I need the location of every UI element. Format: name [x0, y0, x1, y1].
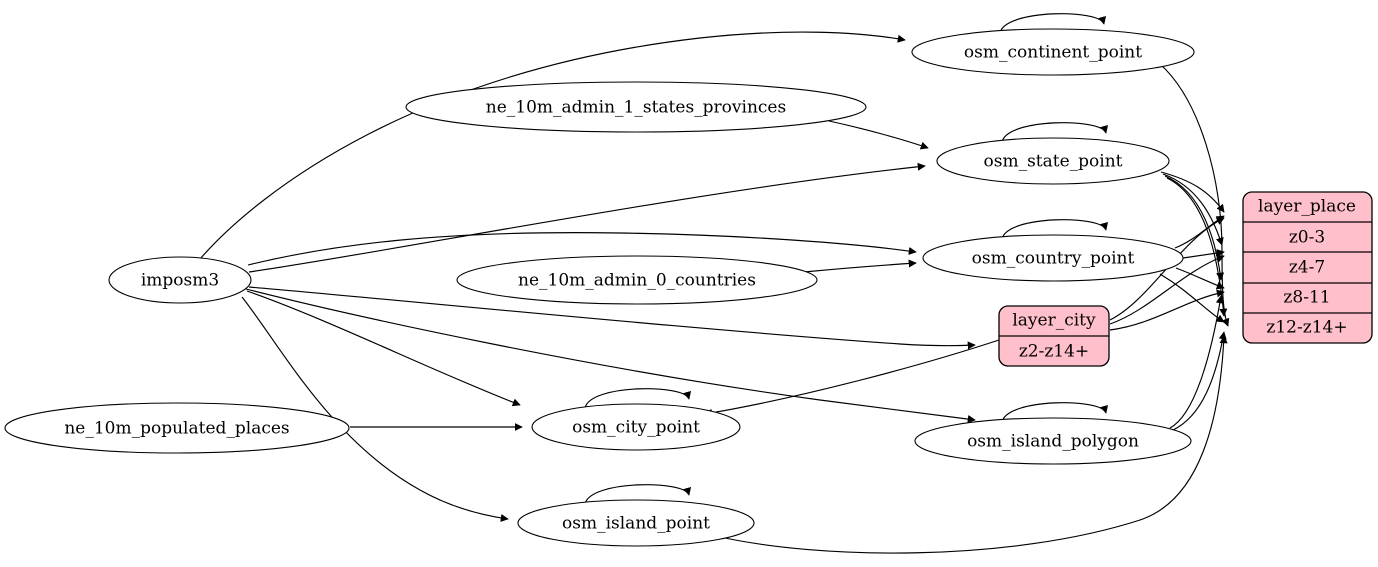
- edge-imposm3-to-layer-city: [248, 286, 976, 350]
- edge-osm-island-point-to-z12: [715, 335, 1228, 554]
- node-osm-state-point-label: osm_state_point: [984, 152, 1123, 172]
- edge-imposm3-to-osm-island-point: [241, 296, 509, 522]
- edge-self-loop-osm-city-point: [584, 388, 691, 409]
- node-osm-city-point[interactable]: osm_city_point: [531, 403, 741, 451]
- edge-imposm3-to-osm-city-point: [246, 290, 521, 407]
- edge-osm-continent-point-to-z12: [1159, 63, 1230, 327]
- edge-osm-state-point-to-z12: [1166, 177, 1228, 317]
- record-layer-place-row-z12-z14[interactable]: z12-z14+: [1266, 318, 1347, 338]
- node-osm-island-point-label: osm_island_point: [562, 514, 710, 534]
- node-ne-countries-label: ne_10m_admin_0_countries: [518, 271, 756, 291]
- edge-ne-countries-to-osm-country-point: [803, 259, 917, 273]
- edge-self-loop-osm-continent-point: [999, 13, 1106, 34]
- node-ne-populated-label: ne_10m_populated_places: [64, 419, 289, 439]
- edges-layer: [199, 13, 1230, 554]
- node-ne-10m-admin-0-countries[interactable]: ne_10m_admin_0_countries: [456, 255, 818, 305]
- edge-layer-city-to-osm-city-point: [704, 339, 1000, 417]
- node-osm-continent-point[interactable]: osm_continent_point: [911, 28, 1195, 76]
- edge-osm-island-polygon-to-z12: [1172, 331, 1227, 431]
- node-osm-country-point-label: osm_country_point: [972, 249, 1135, 269]
- edge-self-loop-osm-island-polygon: [1001, 402, 1108, 423]
- edge-self-loop-osm-country-point: [1001, 219, 1108, 240]
- edge-self-loop-osm-island-point: [584, 484, 691, 505]
- record-layer-city-title: layer_city: [1012, 311, 1096, 331]
- edge-osm-country-point-to-z12: [1159, 273, 1225, 323]
- record-layer-place-title: layer_place: [1258, 197, 1356, 217]
- edge-imposm3-to-osm-island-polygon: [245, 288, 976, 424]
- edge-osm-state-point-to-z0-3: [1160, 171, 1225, 213]
- node-imposm3-label: imposm3: [141, 271, 219, 291]
- record-layer-place-row-z8-11[interactable]: z8-11: [1283, 288, 1330, 308]
- edge-imposm3-to-osm-state-point: [248, 162, 926, 273]
- node-osm-country-point[interactable]: osm_country_point: [922, 234, 1184, 282]
- record-layer-city[interactable]: layer_city z2-z14+: [998, 305, 1110, 367]
- edge-imposm3-to-osm-country-point: [247, 232, 917, 266]
- node-osm-continent-point-label: osm_continent_point: [964, 43, 1142, 63]
- edge-osm-country-point-to-z8-11: [1175, 267, 1225, 290]
- node-osm-island-polygon-label: osm_island_polygon: [967, 432, 1139, 452]
- edge-osm-island-polygon-to-z8-11: [1169, 295, 1224, 429]
- edge-layer-city-to-z8-11: [1109, 289, 1225, 331]
- record-layer-city-row-z2-z14[interactable]: z2-z14+: [1019, 342, 1089, 362]
- node-ne-states-label: ne_10m_admin_1_states_provinces: [486, 98, 786, 118]
- node-osm-island-point[interactable]: osm_island_point: [517, 499, 755, 547]
- edge-ne-states-to-osm-state-point: [828, 120, 929, 150]
- node-ne-10m-populated-places[interactable]: ne_10m_populated_places: [4, 402, 350, 454]
- edge-layer-city-to-z4-7: [1109, 254, 1225, 325]
- record-layer-place-row-z4-7[interactable]: z4-7: [1289, 258, 1325, 278]
- node-osm-island-polygon[interactable]: osm_island_polygon: [914, 417, 1192, 465]
- edge-osm-country-point-to-z0-3: [1174, 215, 1225, 249]
- edge-imposm3-to-osm-continent-point: [199, 31, 906, 260]
- edge-osm-state-point-to-z4-7: [1162, 173, 1224, 246]
- edge-osm-state-point-to-z8-11: [1164, 175, 1225, 281]
- edge-self-loop-osm-state-point: [1001, 122, 1108, 143]
- record-layer-place-row-z0-3[interactable]: z0-3: [1289, 228, 1325, 248]
- record-layer-place[interactable]: layer_place z0-3 z4-7 z8-11 z12-z14+: [1242, 191, 1373, 344]
- edge-osm-country-point-to-z4-7: [1182, 249, 1225, 259]
- node-ne-10m-admin-1-states-provinces[interactable]: ne_10m_admin_1_states_provinces: [405, 81, 867, 133]
- nodes-layer: imposm3 ne_10m_admin_1_states_provinces …: [4, 28, 1373, 547]
- node-imposm3[interactable]: imposm3: [108, 256, 252, 304]
- node-osm-city-point-label: osm_city_point: [572, 418, 700, 438]
- node-osm-state-point[interactable]: osm_state_point: [936, 137, 1170, 185]
